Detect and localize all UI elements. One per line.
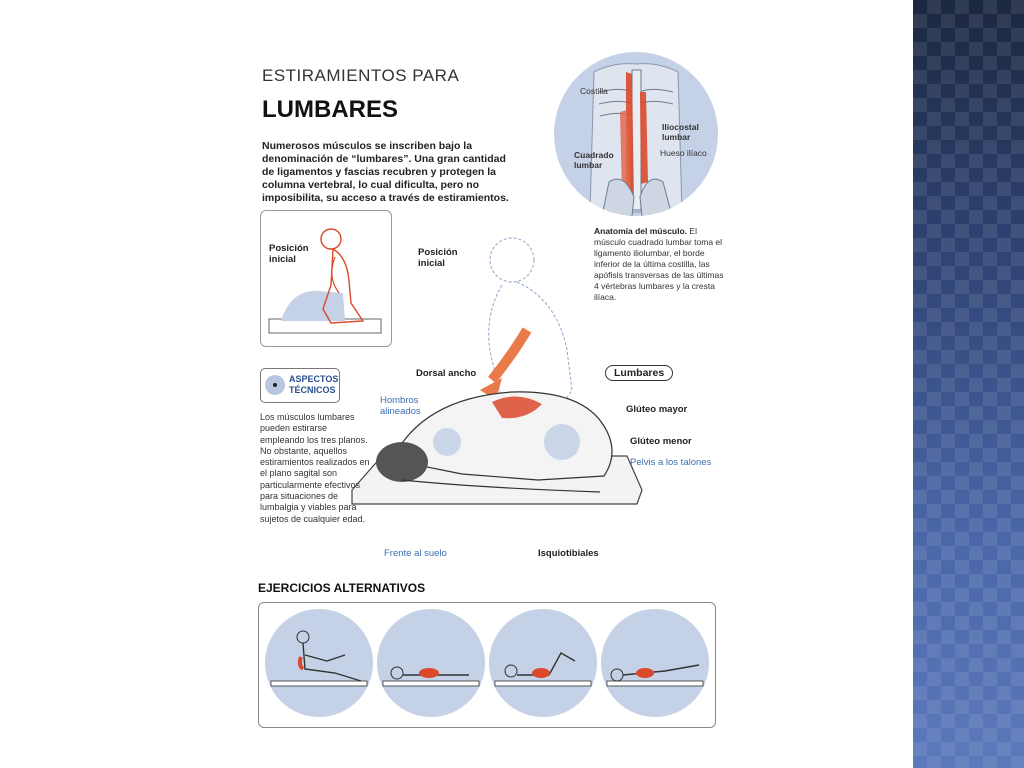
slide-side-band <box>913 0 1024 768</box>
label-posicion-inicial: Posición inicial <box>418 247 458 269</box>
label-isquiotibiales: Isquiotibiales <box>538 548 599 559</box>
label-lumbares: Lumbares <box>605 365 674 381</box>
anatomy-desc-title: Anatomía del músculo. <box>594 226 688 236</box>
inset-label: Posición inicial <box>269 243 309 265</box>
alternatives-panel <box>258 602 716 728</box>
start-position-inset: Posición inicial <box>260 210 392 347</box>
anatomy-description: Anatomía del músculo. El músculo cuadrad… <box>594 226 724 303</box>
label-iliocostal: Iliocostal lumbar <box>662 122 699 142</box>
intro-paragraph: Numerosos músculos se inscriben bajo la … <box>262 140 509 204</box>
label-dorsal-ancho: Dorsal ancho <box>416 368 477 379</box>
label-frente: Frente al suelo <box>384 548 447 559</box>
label-pelvis: Pelvis a los talones <box>630 457 712 468</box>
alternatives-title: EJERCICIOS ALTERNATIVOS <box>258 581 426 595</box>
alt-exercise-2 <box>377 609 485 717</box>
page-title: LUMBARES <box>262 96 398 123</box>
alt-exercise-3 <box>489 609 597 717</box>
label-gluteo-menor: Glúteo menor <box>630 436 692 447</box>
page-kicker: ESTIRAMIENTOS PARA <box>262 66 460 85</box>
main-stretch-illustration <box>351 237 643 505</box>
book-page: ESTIRAMIENTOS PARA LUMBARES Numerosos mú… <box>232 40 724 740</box>
technical-title: ASPECTOS TÉCNICOS <box>289 374 339 395</box>
anatomy-desc-text: El músculo cuadrado lumbar toma el ligam… <box>594 226 724 302</box>
anatomy-illustration: Costilla Iliocostal lumbar Cuadrado lumb… <box>554 52 718 216</box>
technical-aspects-badge: ASPECTOS TÉCNICOS <box>260 368 340 403</box>
alt-exercise-1 <box>265 609 373 717</box>
label-cuadrado: Cuadrado lumbar <box>574 150 614 170</box>
label-hueso: Hueso ilíaco <box>660 148 707 158</box>
label-costilla: Costilla <box>580 86 608 96</box>
label-hombros: Hombros alineados <box>380 395 421 417</box>
technical-text: Los músculos lumbares pueden estirarse e… <box>260 412 370 524</box>
alt-exercise-4 <box>601 609 709 717</box>
label-gluteo-mayor: Glúteo mayor <box>626 404 688 415</box>
bullet-icon <box>265 375 285 395</box>
